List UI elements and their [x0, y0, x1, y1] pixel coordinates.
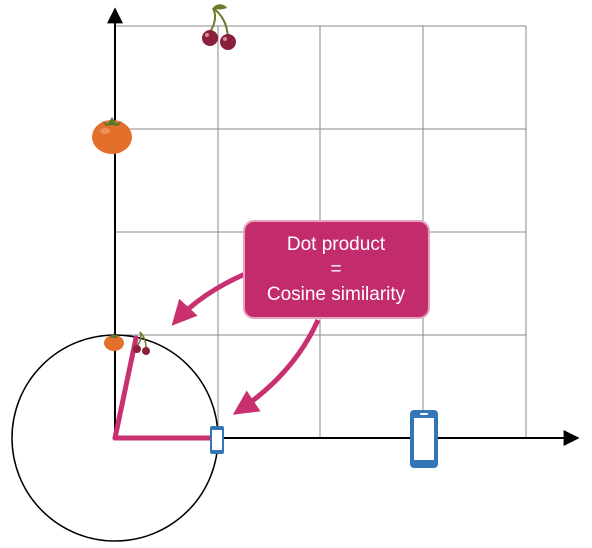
cherry-icon-small [133, 331, 150, 355]
arrow-to-phone [232, 318, 321, 415]
callout-box: Dot product = Cosine similarity [243, 220, 430, 319]
tomato-icon [92, 117, 132, 154]
callout-line-2: = [330, 259, 341, 280]
normalized-vectors [112, 335, 220, 441]
callout-arrows [171, 271, 321, 415]
callout-line-1: Dot product [287, 234, 386, 255]
arrow-to-cherry [171, 271, 247, 326]
phone-icon-small [210, 426, 224, 454]
callout-line-3: Cosine similarity [267, 284, 406, 305]
cherry-icon [202, 4, 236, 50]
tomato-icon-small [104, 333, 124, 351]
vector-cherry [112, 335, 139, 441]
phone-icon [410, 410, 438, 468]
